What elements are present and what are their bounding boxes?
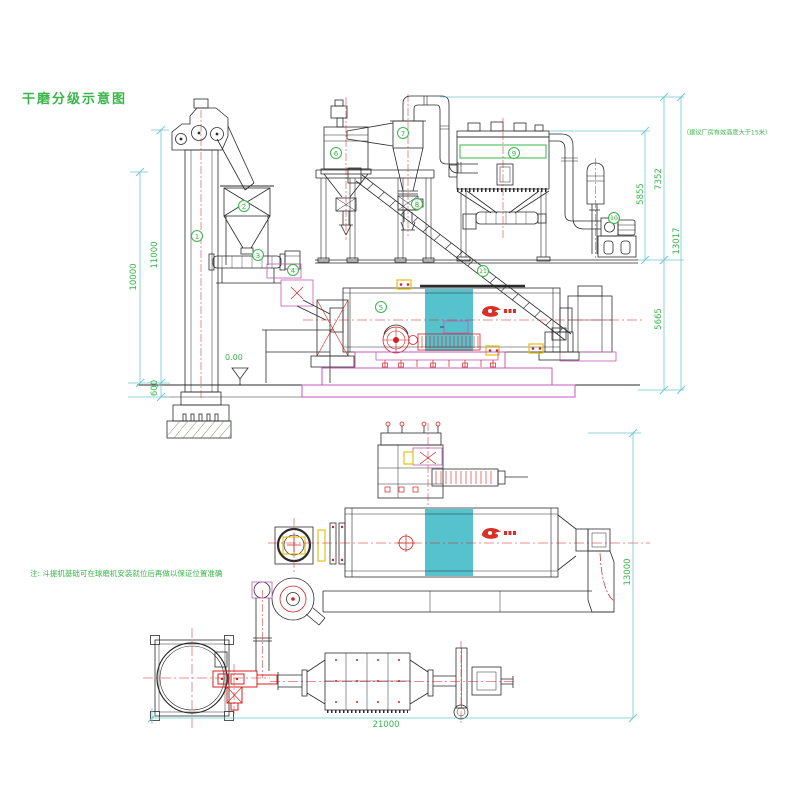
balloon-screw-feeder: 3 xyxy=(252,249,264,261)
dimension-lines-elevation xyxy=(128,92,686,402)
balloon-fan: 10 xyxy=(608,212,620,224)
tank-riser-pipe xyxy=(253,590,272,678)
fan-piping xyxy=(549,133,601,230)
dim-right-5855: 5855 xyxy=(636,183,646,205)
mill-foundation xyxy=(301,351,576,398)
plan-view xyxy=(143,421,650,728)
height-suggestion-note: （建议厂房有效高度大于15米） xyxy=(683,128,772,137)
dim-right-7352: 7352 xyxy=(654,168,664,190)
screw-feeder xyxy=(208,250,301,284)
cyclone xyxy=(346,94,426,236)
mill-plan xyxy=(268,507,650,578)
mill-plan-bottom xyxy=(270,641,516,724)
balloon-ball-mill: 5 xyxy=(375,301,387,313)
brand-logo xyxy=(481,525,517,544)
classifier xyxy=(320,97,372,240)
balloon-feed-hopper: 2 xyxy=(238,200,250,212)
balloon-cyclone: 7 xyxy=(397,127,409,139)
level-marker xyxy=(231,367,249,385)
air-duct-plan xyxy=(322,590,614,613)
dim-right-13017: 13017 xyxy=(672,227,682,255)
dim-right-5665: 5665 xyxy=(654,308,664,330)
ground-line xyxy=(137,384,640,398)
storage-tank-plan xyxy=(143,628,270,728)
balloon-dust-collector: 9 xyxy=(508,147,520,159)
dim-left-10000: 10000 xyxy=(129,263,139,291)
fan-unit xyxy=(586,158,637,258)
balloon-discharge-valve: 8 xyxy=(411,198,423,210)
ball-mill xyxy=(303,279,642,368)
balloon-inclined-conveyor: 11 xyxy=(477,265,489,277)
rotary-feeder-plan xyxy=(212,664,278,716)
cyclone-piping xyxy=(402,95,478,174)
blower-plan xyxy=(251,577,326,626)
dim-plan-13000: 13000 xyxy=(623,558,633,586)
foundation-note: 注: 斗提机基础可在球磨机安装就位后再做以保证位置准确 xyxy=(30,569,223,578)
brand-logo xyxy=(481,303,517,322)
elevation-view xyxy=(128,92,686,439)
drive-unit-plan xyxy=(377,421,528,506)
dim-left-600: 600 xyxy=(150,379,160,397)
classifier-platform xyxy=(315,169,435,263)
balloon-bucket-elevator: 1 xyxy=(191,230,203,242)
dimension-lines-plan xyxy=(147,428,641,724)
balloon-mill-feed-unit: 4 xyxy=(287,264,299,276)
balloon-classifier: 6 xyxy=(330,147,342,159)
elbow-plan xyxy=(557,514,615,613)
feed-hopper xyxy=(220,185,274,265)
floor-level-label: 0.00 xyxy=(225,353,243,362)
drawing-title: 干磨分级示意图 xyxy=(22,92,128,107)
dust-collector xyxy=(448,118,551,262)
mill-feed-unit xyxy=(262,263,334,383)
dim-plan-21000: 21000 xyxy=(372,720,400,730)
dim-left-11000: 11000 xyxy=(150,241,160,269)
bucket-elevator xyxy=(166,98,255,439)
product-bin xyxy=(559,285,617,362)
mezzanine-floor xyxy=(315,259,638,264)
